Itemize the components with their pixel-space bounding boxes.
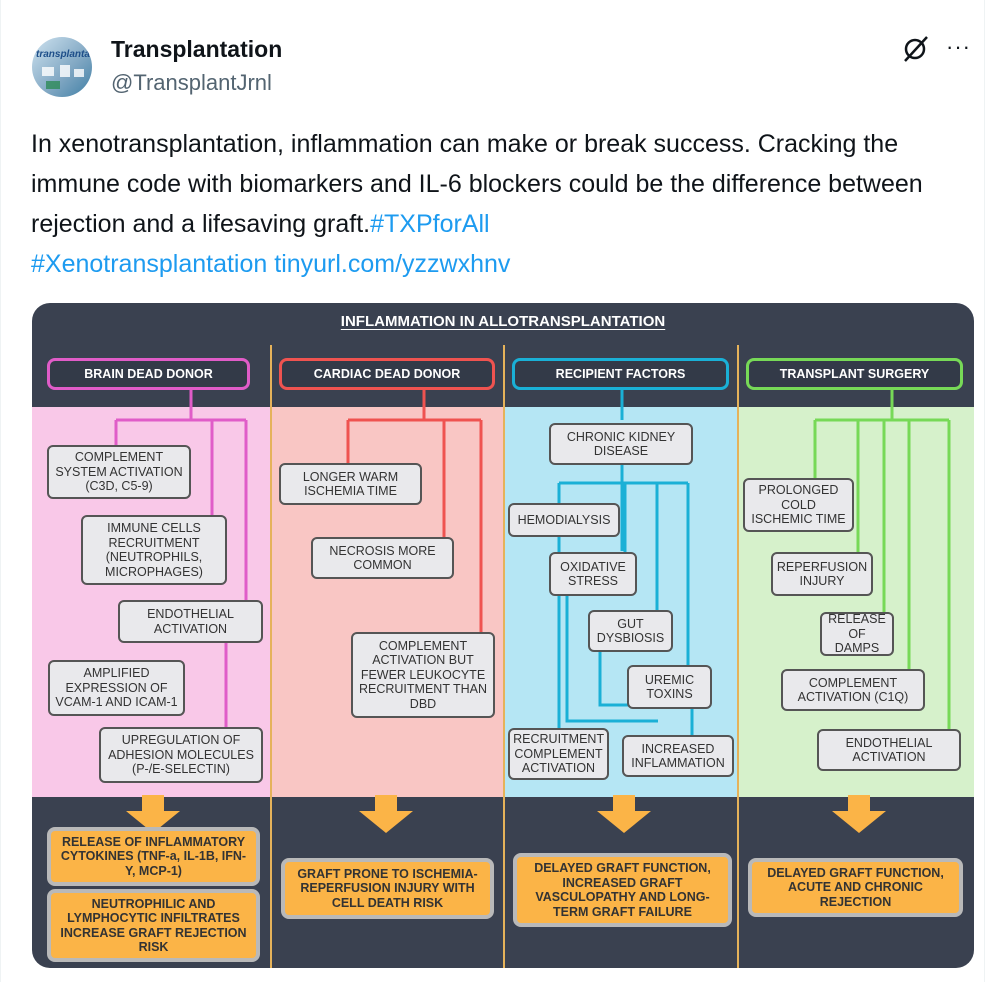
url-link[interactable]: tinyurl.com/yzzwxhnv <box>274 250 511 278</box>
flow-box: UPREGULATION OF ADHESION MOLECULES (P-/E… <box>99 727 263 783</box>
avatar[interactable]: transplantation <box>32 37 92 97</box>
flow-box: LONGER WARM ISCHEMIA TIME <box>279 463 422 505</box>
user-handle[interactable]: @TransplantJrnl <box>111 70 272 95</box>
header-recipient-factors: RECIPIENT FACTORS <box>512 358 729 390</box>
divider <box>270 345 272 968</box>
flow-box: ENDOTHELIAL ACTIVATION <box>817 729 961 771</box>
flow-box: IMMUNE CELLS RECRUITMENT (NEUTROPHILS, M… <box>81 515 227 585</box>
grok-icon[interactable] <box>901 34 931 64</box>
hashtag-link[interactable]: #Xenotransplantation <box>31 250 268 278</box>
more-options-button[interactable]: ··· <box>946 34 971 59</box>
infographic-title: INFLAMMATION IN ALLOTRANSPLANTATION <box>340 313 666 330</box>
display-name[interactable]: Transplantation <box>111 36 283 62</box>
header-transplant-surgery: TRANSPLANT SURGERY <box>746 358 963 390</box>
flow-box: INCREASED INFLAMMATION <box>622 735 734 777</box>
flow-box: RELEASE OF DAMPs <box>820 612 894 656</box>
connector-lines <box>114 390 951 833</box>
hashtag-link[interactable]: #TXPforAll <box>370 210 490 238</box>
divider <box>503 345 505 968</box>
down-arrows <box>126 795 886 833</box>
flow-box: AMPLIFIED EXPRESSION OF VCAM-1 AND ICAM-… <box>48 660 185 716</box>
infographic-image[interactable]: INFLAMMATION IN ALLOTRANSPLANTATION BRAI… <box>32 303 974 968</box>
outcome-box: GRAFT PRONE TO ISCHEMIA-REPERFUSION INJU… <box>281 858 494 919</box>
header-cardiac-dead-donor: CARDIAC DEAD DONOR <box>279 358 495 390</box>
divider <box>737 345 739 968</box>
flow-box: COMPLEMENT SYSTEM ACTIVATION (C3d, C5-9) <box>47 445 191 499</box>
flow-box: RECRUITMENT COMPLEMENT ACTIVATION <box>508 728 609 780</box>
flow-box: CHRONIC KIDNEY DISEASE <box>549 423 693 465</box>
flow-box: ENDOTHELIAL ACTIVATION <box>118 600 263 643</box>
flow-box: COMPLEMENT ACTIVATION BUT FEWER LEUKOCYT… <box>351 632 495 718</box>
header-brain-dead-donor: BRAIN DEAD DONOR <box>47 358 250 390</box>
flow-box: NECROSIS MORE COMMON <box>311 537 454 579</box>
outcome-box: NEUTROPHILIC AND LYMPHOCYTIC INFILTRATES… <box>47 889 260 962</box>
flow-box: PROLONGED COLD ISCHEMIC TIME <box>743 478 854 532</box>
tweet-text: In xenotransplantation, inflammation can… <box>31 130 923 278</box>
outcome-box: DELAYED GRAFT FUNCTION, ACUTE AND CHRONI… <box>748 858 963 917</box>
outcome-box: DELAYED GRAFT FUNCTION, INCREASED GRAFT … <box>513 853 732 927</box>
flow-box: OXIDATIVE STRESS <box>549 552 637 596</box>
flow-box: GUT DYSBIOSIS <box>588 610 673 652</box>
flow-box: UREMIC TOXINS <box>627 665 712 709</box>
outcome-box: RELEASE OF INFLAMMATORY CYTOKINES (TNF-a… <box>47 827 260 886</box>
flow-box: COMPLEMENT ACTIVATION (c1Q) <box>781 669 925 711</box>
flow-box: REPERFUSION INJURY <box>771 552 873 596</box>
flow-box: HEMODIALYSIS <box>508 503 620 537</box>
